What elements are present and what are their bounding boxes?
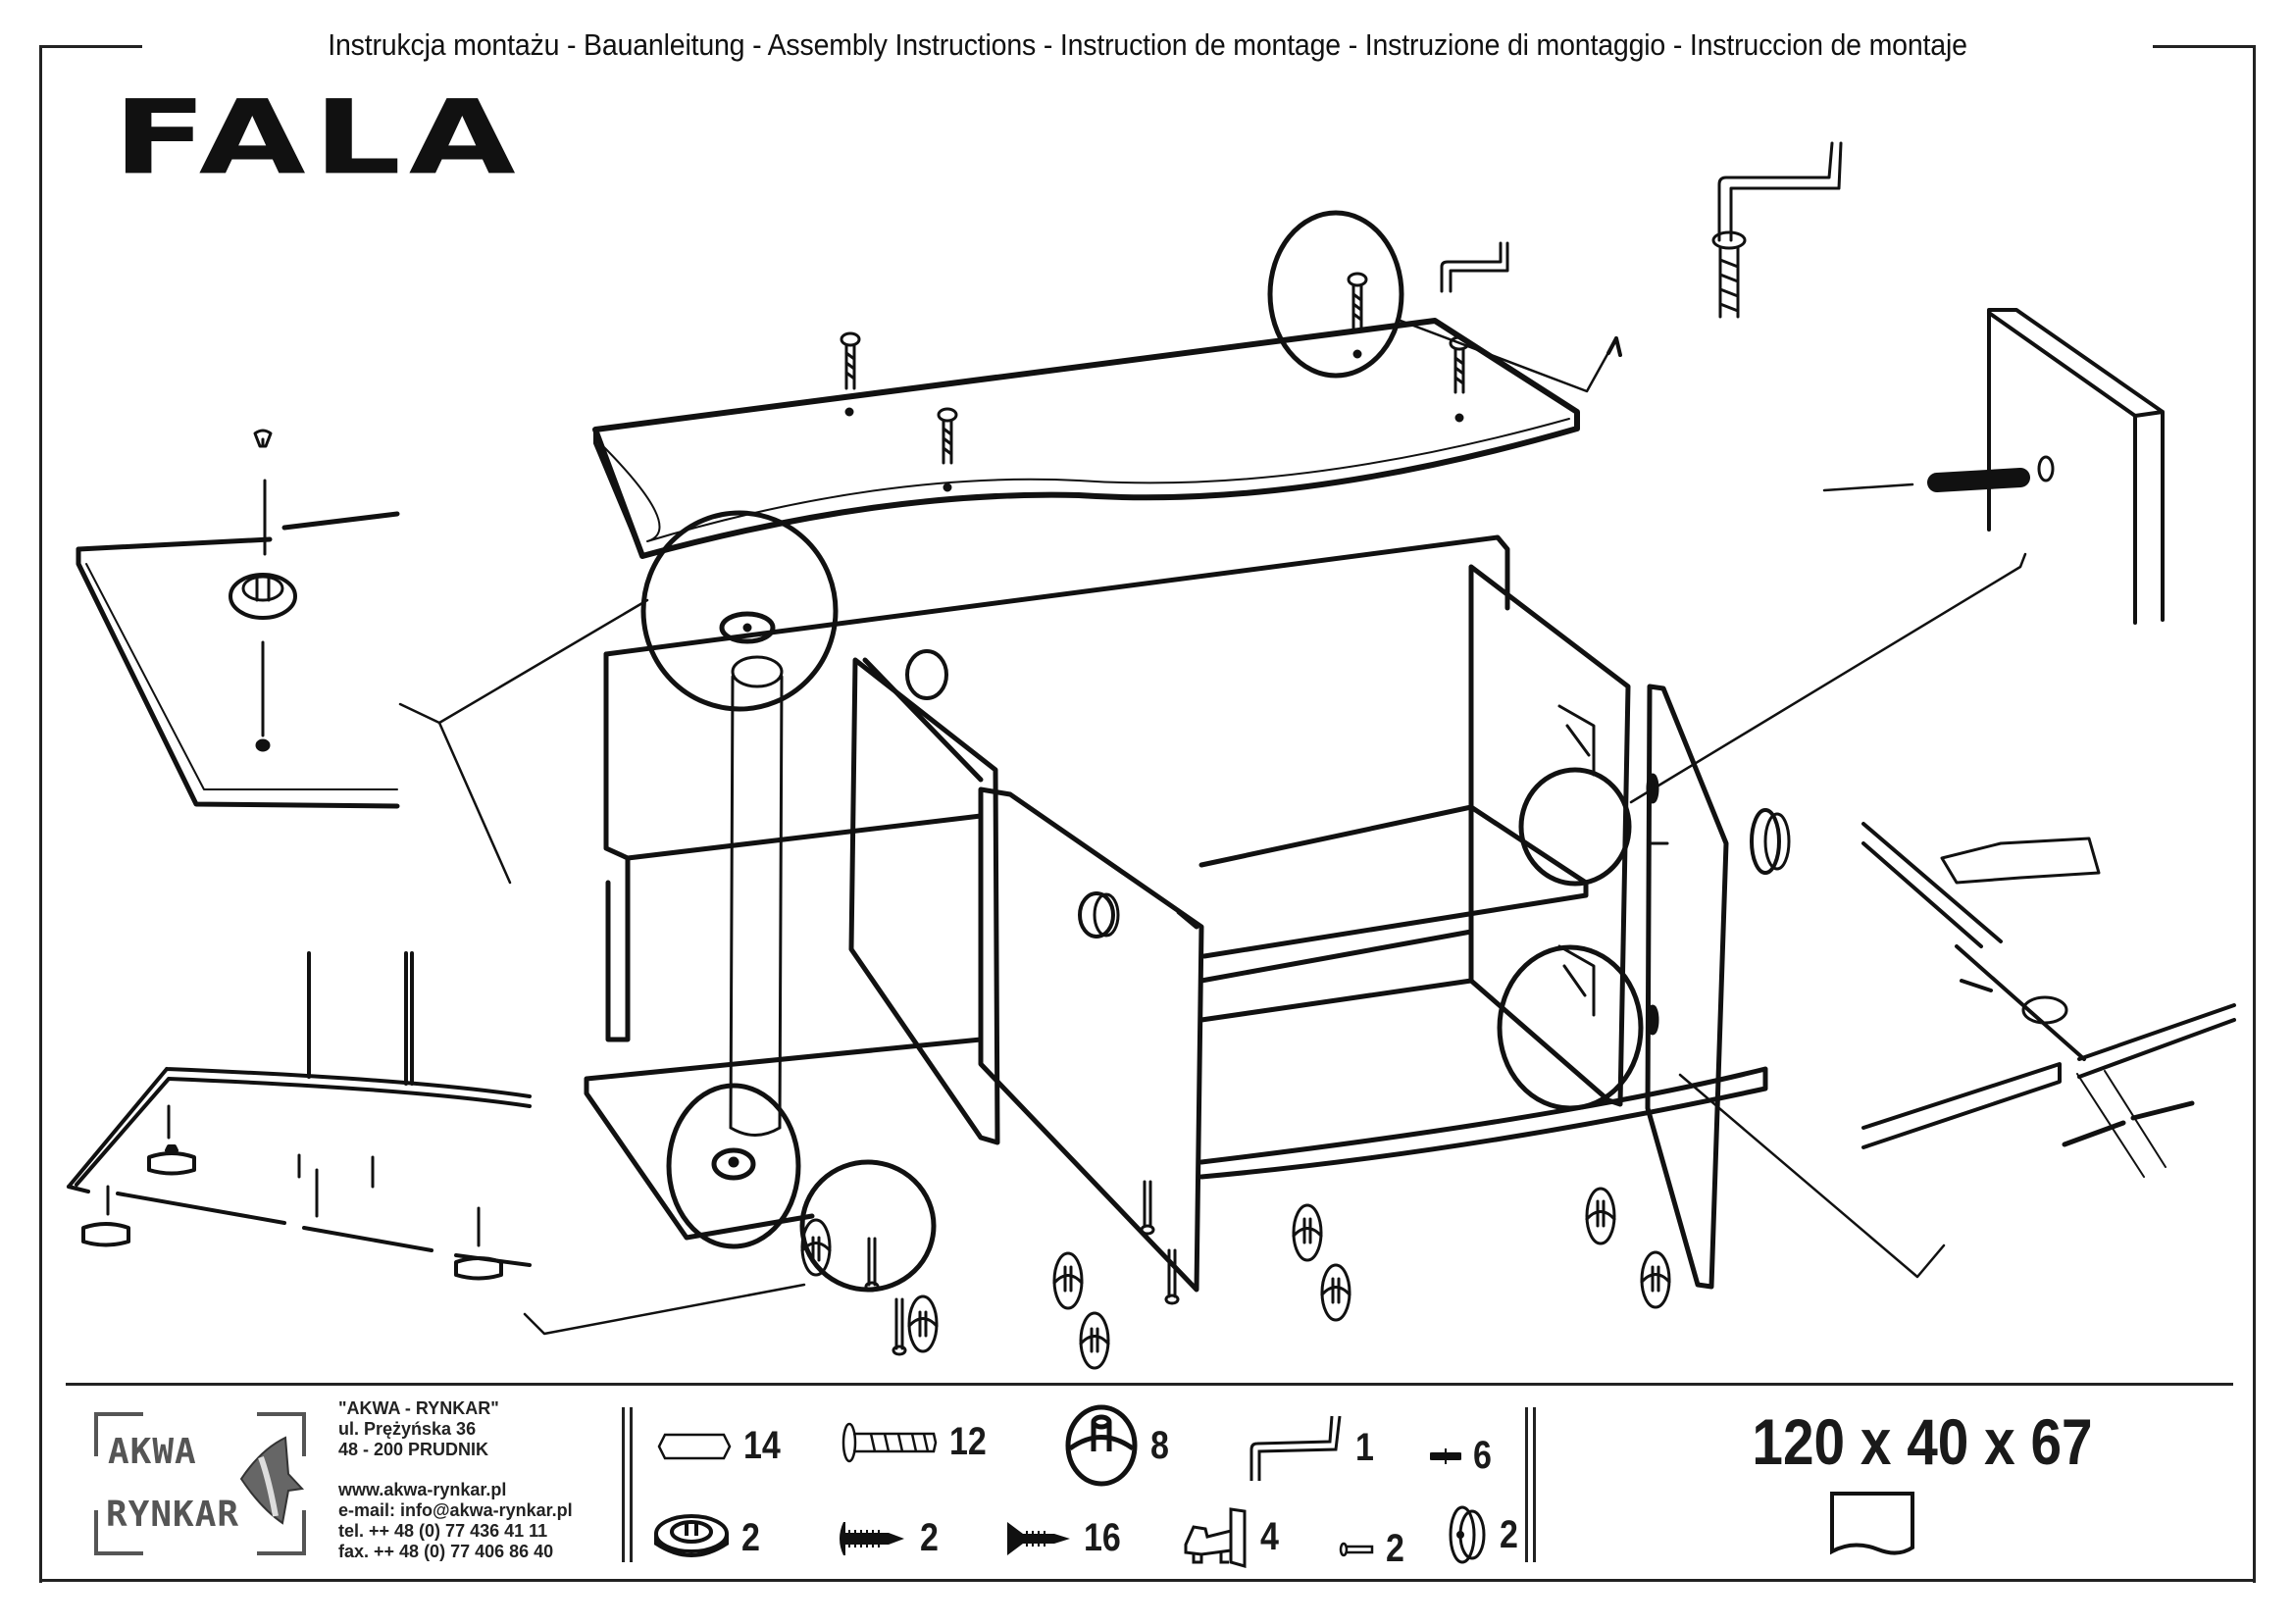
callout-lines (398, 319, 2027, 1336)
screw-icon (864, 1237, 880, 1293)
footer-divider (66, 1383, 2233, 1386)
part-qty: 1 (1355, 1425, 1374, 1469)
cam-lock-icon (1292, 1203, 1323, 1262)
screw-icon (892, 1297, 907, 1356)
glider-foot-icon (147, 1144, 196, 1176)
frame-left-border (39, 45, 42, 1583)
part-cam-lock: 8 (1064, 1404, 1172, 1487)
detail-hinge (1861, 822, 2236, 1178)
round-head-screw-icon (840, 1521, 904, 1555)
part-dowel: 14 (657, 1424, 788, 1468)
top-panel (592, 318, 1580, 559)
part-countersunk-screw: 16 (1005, 1516, 1128, 1560)
detail-dowel (1927, 308, 2165, 992)
frame-bottom-border (39, 1579, 2256, 1582)
company-address: "AKWA - RYNKAR" ul. Prężyńska 36 48 - 20… (338, 1398, 573, 1562)
part-qty: 2 (1500, 1512, 1518, 1556)
right-side-panel (1468, 564, 1631, 1107)
company-city: 48 - 200 PRUDNIK (338, 1440, 489, 1459)
part-round-head-screw: 2 (834, 1516, 942, 1560)
part-glider-foot: 2 (653, 1512, 763, 1563)
dowel-icon (657, 1433, 732, 1459)
part-qty: 6 (1473, 1434, 1492, 1477)
knob-icon (1449, 1505, 1486, 1564)
part-qty: 12 (949, 1420, 987, 1463)
logo-text-akwa: AKWA (108, 1432, 197, 1472)
glider-foot-icon (81, 1222, 130, 1247)
part-qty: 4 (1260, 1514, 1279, 1558)
countersunk-screw-icon (1007, 1521, 1070, 1555)
cam-lock-icon (1065, 1404, 1138, 1487)
cam-lock-icon (800, 1218, 832, 1277)
screw-icon (840, 331, 861, 390)
cam-lock-icon (1585, 1187, 1616, 1245)
company-fax: fax. ++ 48 (0) 77 406 86 40 (338, 1542, 554, 1561)
company-name: "AKWA - RYNKAR" (338, 1398, 499, 1418)
part-qty: 2 (1386, 1527, 1404, 1570)
confirmat-screw-icon (841, 1422, 938, 1462)
company-tel: tel. ++ 48 (0) 77 436 41 11 (338, 1521, 548, 1541)
cam-lock-icon (1640, 1250, 1671, 1309)
cam-lock-icon (1320, 1263, 1351, 1322)
part-qty: 2 (741, 1515, 760, 1559)
frame-right-border (2253, 45, 2256, 1583)
part-qty: 16 (1084, 1516, 1121, 1559)
fish-icon (239, 1436, 305, 1525)
part-qty: 14 (743, 1424, 781, 1467)
feet-parts (800, 1180, 1671, 1370)
logo-text-rynkar: RYNKAR (106, 1495, 240, 1535)
product-name: FALA (113, 77, 524, 198)
top-screws (840, 272, 1470, 492)
allen-key-icon (1249, 1415, 1342, 1481)
detail-glider-base (76, 429, 400, 809)
part-qty: 8 (1150, 1423, 1169, 1467)
screw-icon (937, 407, 958, 465)
wave-shape-icon (1830, 1492, 1914, 1555)
part-small-screw: 2 (1339, 1527, 1407, 1571)
part-qty: 2 (920, 1516, 939, 1559)
header-title: Instrukcja montażu - Bauanleitung - Asse… (328, 27, 1967, 62)
part-knob: 2 (1447, 1504, 1521, 1565)
cam-lock-icon (1079, 1311, 1110, 1370)
detail-base-feet (67, 951, 532, 1281)
cam-lock-icon (907, 1294, 939, 1353)
part-allen-key: 1 (1246, 1412, 1377, 1483)
small-screw-icon (1339, 1542, 1374, 1556)
part-hinge: 4 (1182, 1505, 1282, 1568)
glider-foot-icon (654, 1514, 729, 1557)
company-email[interactable]: e-mail: info@akwa-rynkar.pl (338, 1500, 573, 1520)
carcass-back-panel (603, 534, 1510, 1042)
detail-circles (640, 210, 1644, 1293)
product-dimensions: 120 x 40 x 67 (1752, 1405, 2093, 1478)
glider-foot-icon (454, 1256, 503, 1281)
frame-top-border-right (2153, 45, 2256, 48)
screw-icon (1347, 272, 1368, 330)
hinge-icon (1184, 1507, 1247, 1568)
parts-divider-right (1525, 1407, 1536, 1562)
screw-icon (1449, 335, 1470, 394)
shelf-pin-icon (1430, 1447, 1461, 1464)
front-door (978, 787, 1204, 1293)
company-website[interactable]: www.akwa-rynkar.pl (338, 1480, 507, 1499)
part-confirmat-screw: 12 (841, 1420, 994, 1464)
screw-icon (1140, 1180, 1155, 1236)
column (711, 611, 784, 1181)
screw-icon (1164, 1248, 1180, 1305)
frame-top-border-left (39, 45, 142, 48)
right-door (1645, 684, 1791, 1290)
parts-divider-left (622, 1407, 633, 1562)
company-street: ul. Prężyńska 36 (338, 1419, 477, 1439)
left-inner-door (848, 649, 1000, 1145)
cam-lock-icon (1052, 1251, 1084, 1310)
allen-key-drawing (1440, 141, 1843, 319)
company-logo: AKWA RYNKAR (94, 1412, 306, 1555)
part-shelf-pin: 6 (1430, 1434, 1495, 1478)
middle-shelf (1198, 804, 1589, 1023)
